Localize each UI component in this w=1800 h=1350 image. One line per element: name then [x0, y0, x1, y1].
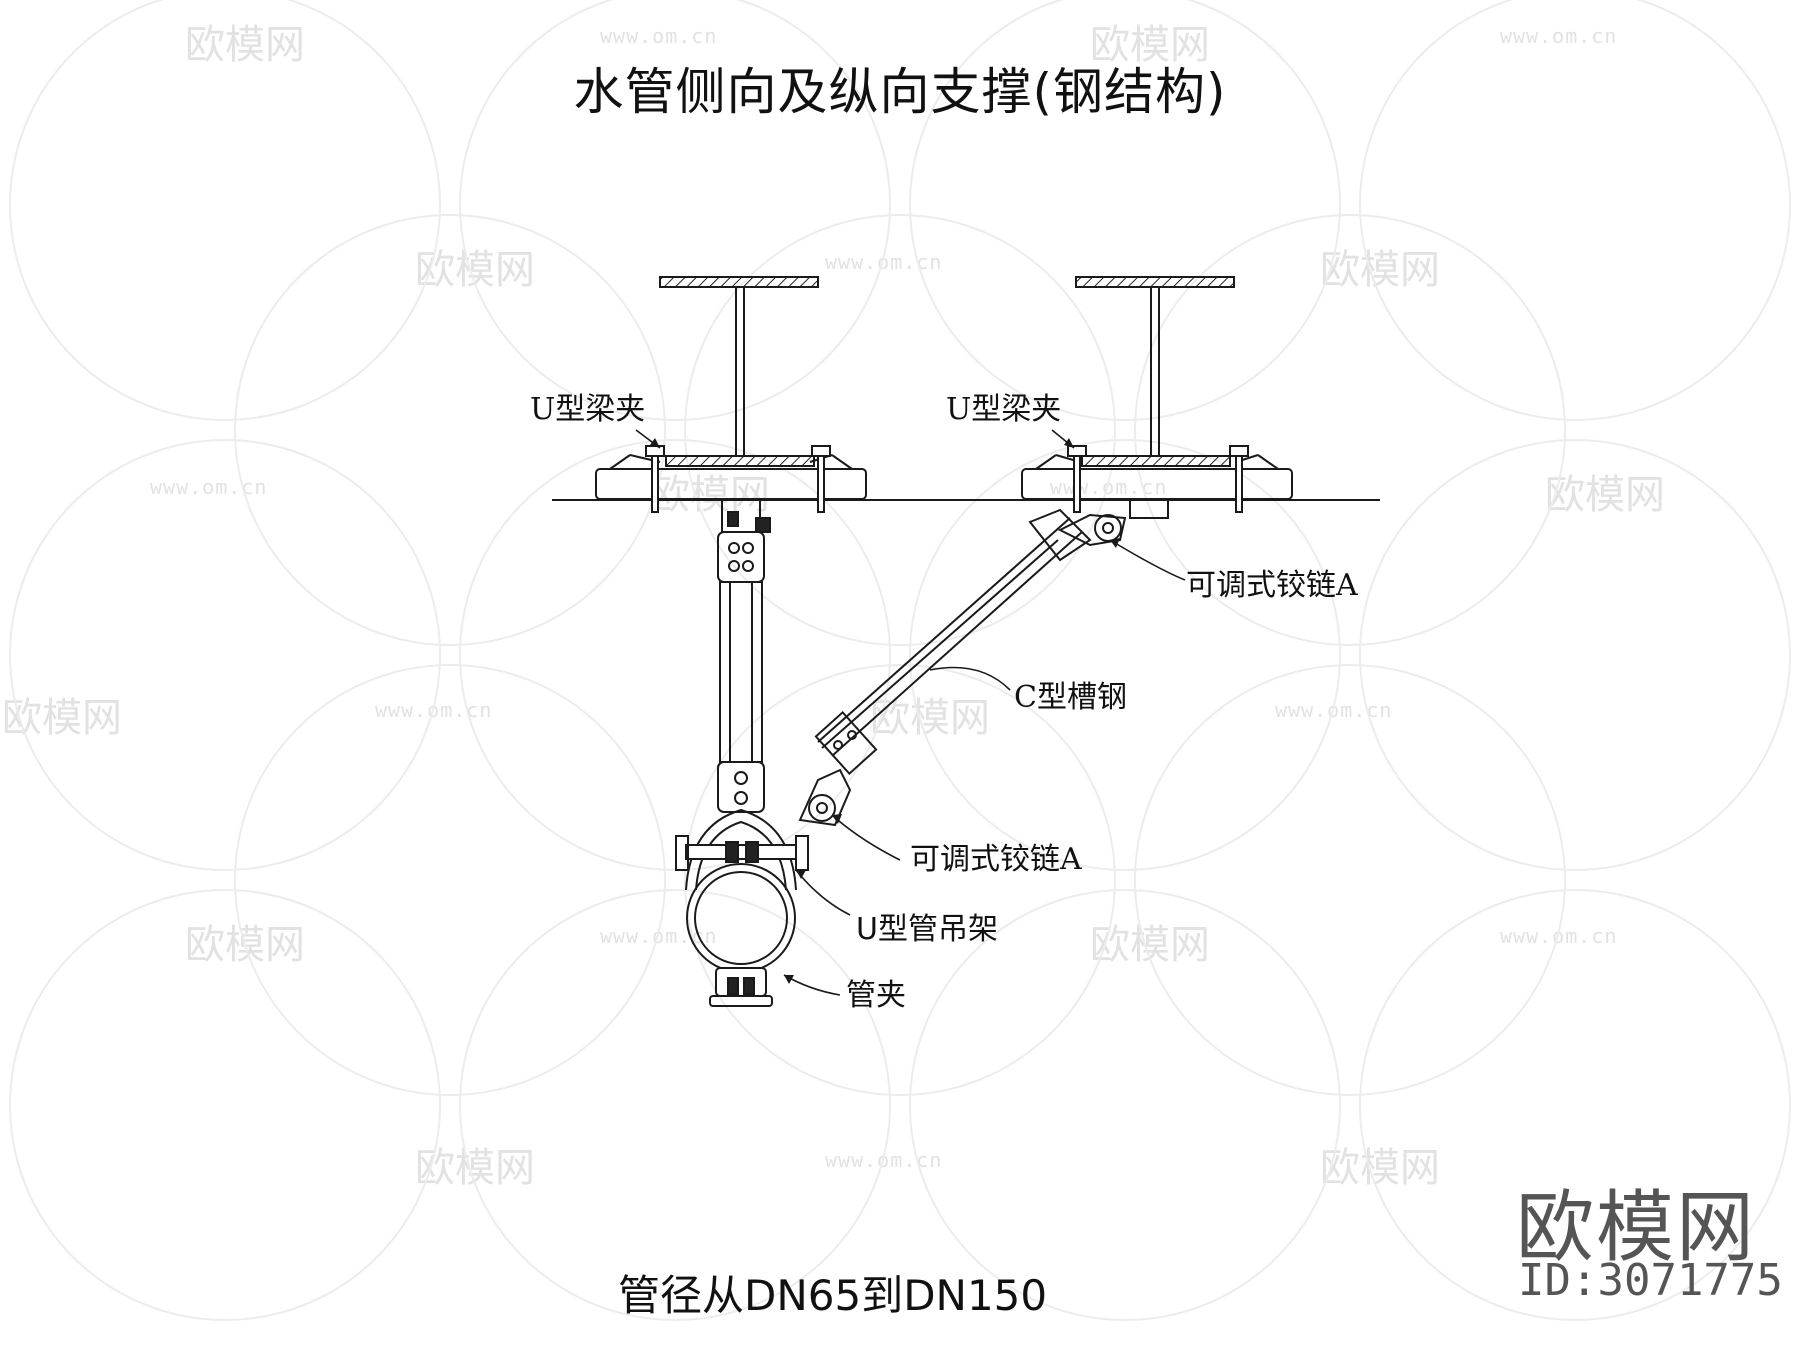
watermark-logo-faint: 欧模网 [185, 22, 305, 68]
vertical-hanger [717, 499, 771, 813]
label-u-pipe-hanger: U型管吊架 [856, 912, 998, 947]
pipe [686, 863, 796, 973]
watermark-logo-faint: 欧模网 [2, 695, 122, 741]
diagram-title: 水管侧向及纵向支撑(钢结构) [573, 63, 1227, 121]
adjustable-hinge-bottom [798, 768, 852, 827]
i-beam-left [659, 276, 819, 467]
label-u-beam-clamp-right: U型梁夹 [946, 392, 1062, 427]
watermark-logo-faint: 欧模网 [1320, 1145, 1440, 1191]
watermark-logo-faint: 欧模网 [870, 695, 990, 741]
label-hinge-bottom: 可调式铰链A [910, 842, 1082, 877]
watermark-id: ID:3071775 [1518, 1255, 1783, 1306]
watermark-url-faint: www.om.cn [150, 475, 268, 499]
u-bolt-right [1067, 445, 1249, 513]
pipe-size-note: 管径从DN65到DN150 [618, 1271, 1048, 1320]
label-u-beam-clamp-left: U型梁夹 [530, 392, 646, 427]
watermark-arcs [9, 0, 1791, 1321]
label-hinge-top: 可调式铰链A [1186, 568, 1358, 603]
watermark-logo-faint: 欧模网 [650, 472, 770, 518]
watermark-url-faint: www.om.cn [600, 24, 718, 48]
watermark-logo-faint: 欧模网 [1545, 472, 1665, 518]
watermark-logo-faint: 欧模网 [1320, 247, 1440, 293]
watermark-url-faint: www.om.cn [1500, 24, 1618, 48]
watermark-logo-faint: 欧模网 [1090, 22, 1210, 68]
watermark-logo: 欧模网 [1516, 1183, 1757, 1273]
label-pipe-clamp: 管夹 [846, 978, 906, 1013]
label-c-channel: C型槽钢 [1014, 680, 1127, 715]
i-beam-right [1075, 276, 1235, 467]
c-channel-brace [814, 508, 1092, 776]
u-pipe-hanger [675, 808, 809, 891]
pipe-clamp [709, 967, 773, 1007]
leader-arrows [650, 438, 1120, 984]
